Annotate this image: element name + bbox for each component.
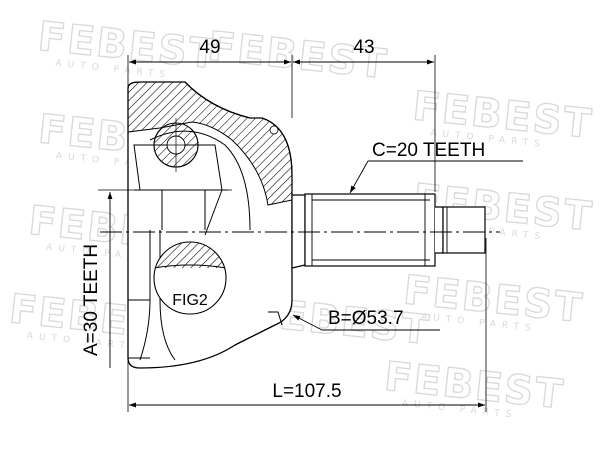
diameter-arrow (292, 314, 323, 331)
spline-shaft (304, 193, 436, 267)
dim-label-43: 43 (353, 37, 374, 58)
outer-spline-arrow (349, 160, 369, 194)
threaded-end (442, 206, 486, 254)
diameter-label: B=Ø53.7 (328, 308, 404, 329)
stub-shaft (291, 193, 486, 269)
joint-housing (127, 81, 293, 369)
inner-spline-label: A=30 TEETH (81, 244, 102, 356)
outer-spline-label: C=20 TEETH (372, 140, 485, 161)
fig2-detail: FIG2 (153, 241, 227, 315)
dim-label-49: 49 (199, 37, 220, 58)
fig2-label: FIG2 (172, 292, 208, 309)
dim-label-total: L=107.5 (272, 381, 341, 402)
